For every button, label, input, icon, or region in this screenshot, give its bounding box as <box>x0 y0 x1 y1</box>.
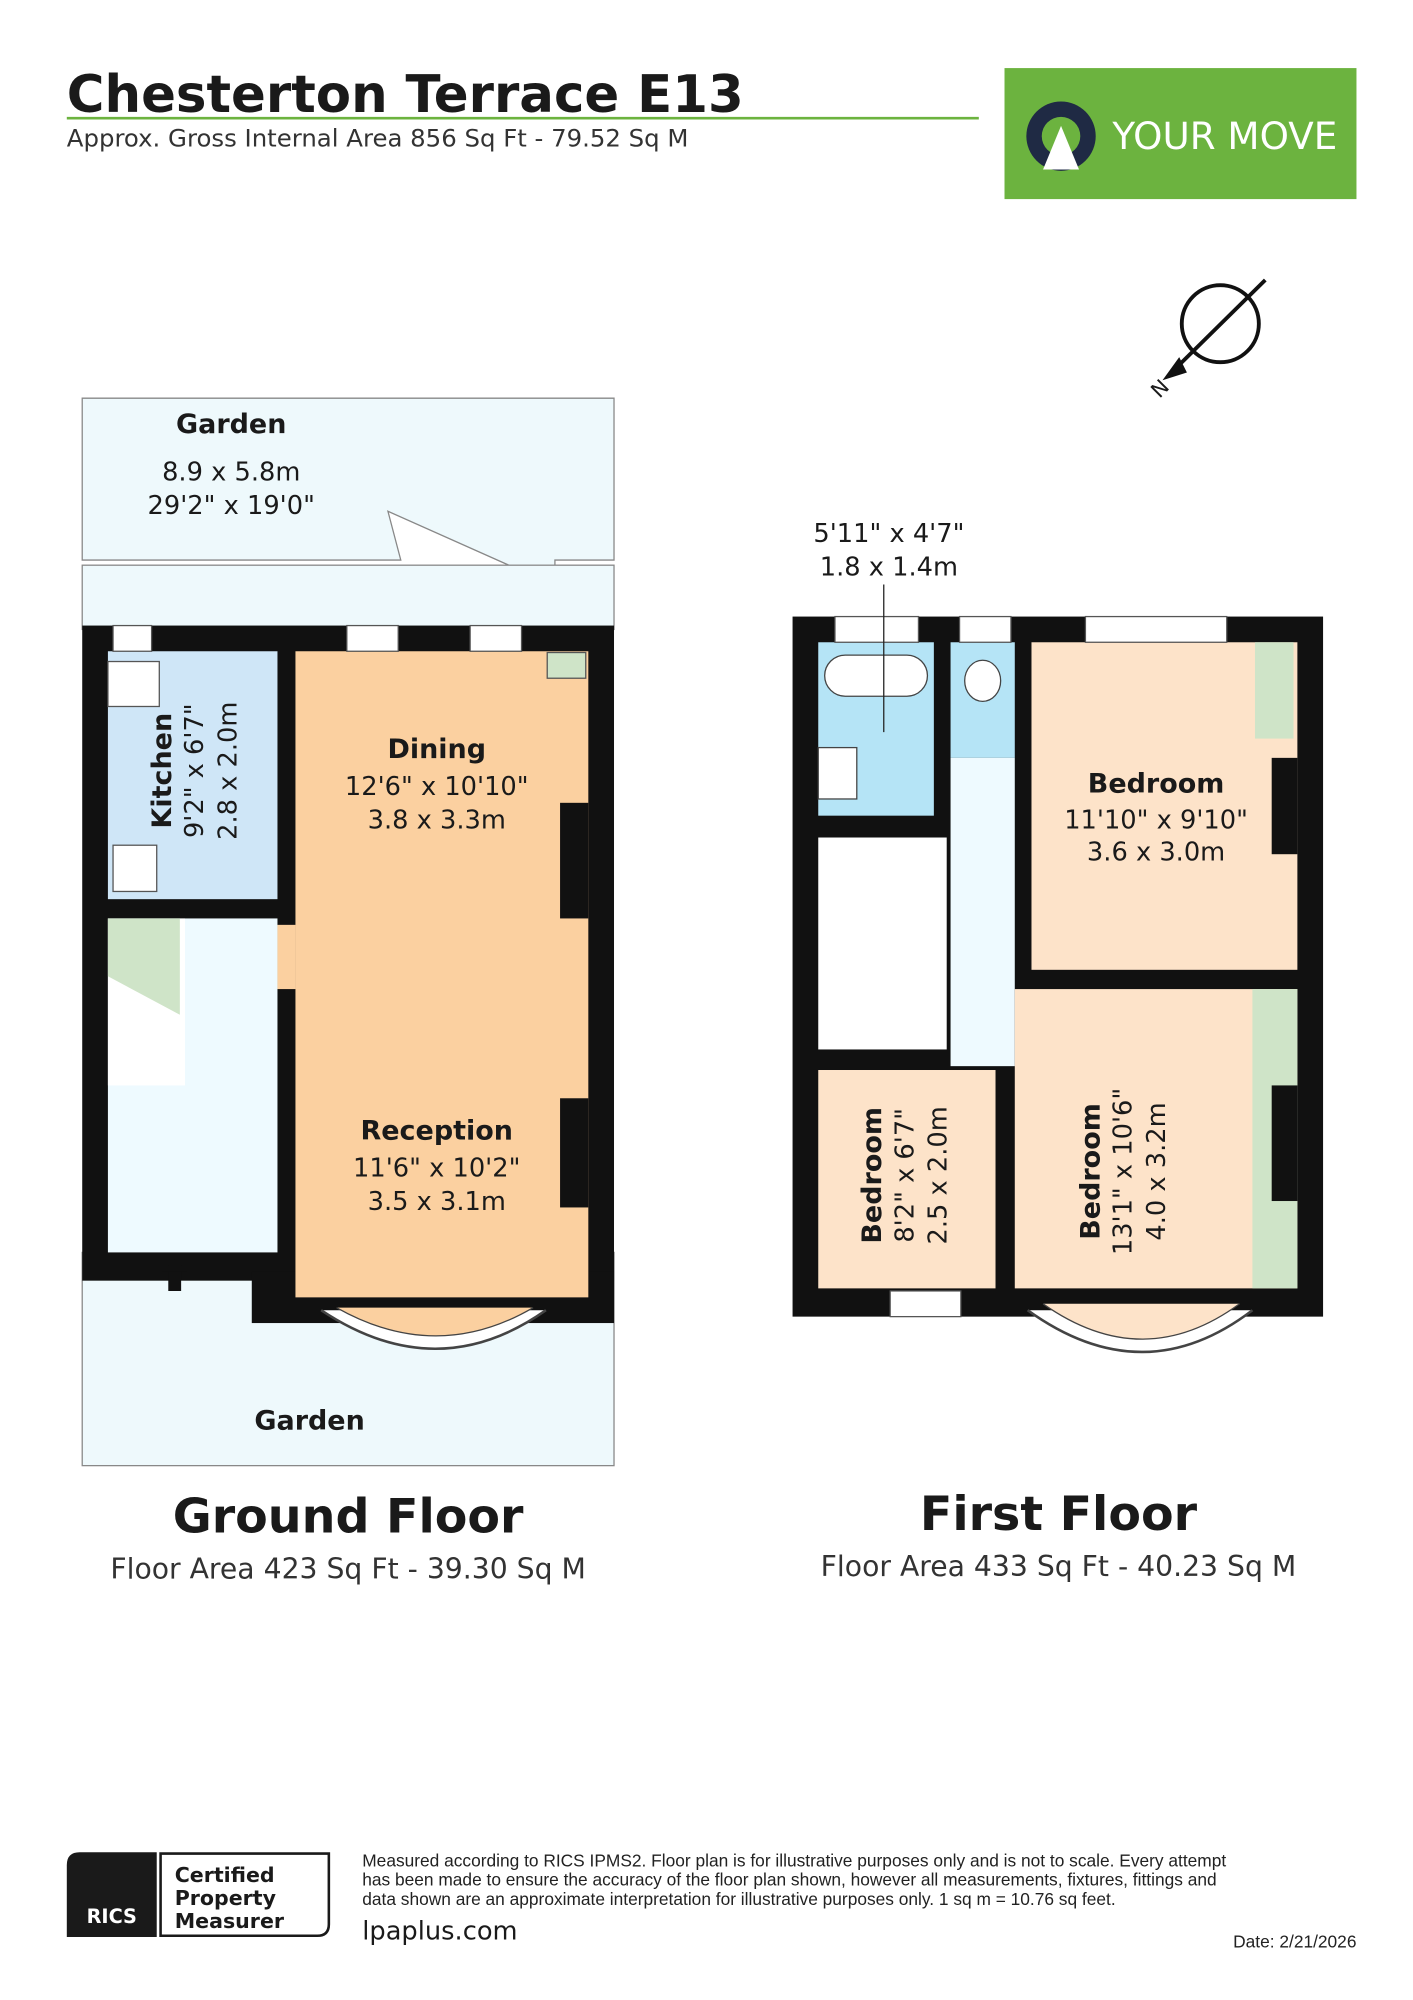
bedroom-1 <box>1031 642 1298 970</box>
svg-text:Bedroom: Bedroom <box>1088 769 1225 800</box>
svg-text:2.5 x 2.0m: 2.5 x 2.0m <box>924 1106 954 1244</box>
svg-text:29'2" x 19'0": 29'2" x 19'0" <box>148 491 315 521</box>
website-link[interactable]: lpaplus.com <box>362 1917 517 1947</box>
entrance-arrow-icon <box>161 1258 188 1272</box>
landing <box>950 757 1015 1067</box>
svg-text:Property: Property <box>175 1886 277 1910</box>
svg-text:3.5 x 3.1m: 3.5 x 3.1m <box>368 1187 506 1217</box>
svg-text:12'6" x 10'10": 12'6" x 10'10" <box>345 772 529 802</box>
first-floor-plan: 5'11" x 4'7" 1.8 x 1.4m Bedroom 11'10" x… <box>792 519 1324 1354</box>
svg-text:N: N <box>1146 375 1174 403</box>
ground-floor-area: Floor Area 423 Sq Ft - 39.30 Sq M <box>110 1553 586 1586</box>
svg-text:3.6 x 3.0m: 3.6 x 3.0m <box>1087 838 1225 868</box>
ground-floor-title: Ground Floor <box>173 1489 524 1544</box>
svg-text:RICS: RICS <box>87 1905 137 1928</box>
plan-date: Date: 2/21/2026 <box>1233 1931 1356 1951</box>
disclaimer-line: has been made to ensure the accuracy of … <box>362 1870 1216 1890</box>
first-floor-area: Floor Area 433 Sq Ft - 40.23 Sq M <box>821 1550 1297 1583</box>
svg-text:2.8 x 2.0m: 2.8 x 2.0m <box>213 702 243 840</box>
rics-badge: RICS Certified Property Measurer <box>66 1852 331 1938</box>
svg-text:8'2" x 6'7": 8'2" x 6'7" <box>890 1108 920 1243</box>
north-compass-icon: N <box>1146 278 1267 403</box>
disclaimer-line: data shown are an approximate interpreta… <box>362 1889 1115 1909</box>
svg-text:13'1" x 10'6": 13'1" x 10'6" <box>1109 1088 1139 1255</box>
svg-text:9'2" x 6'7": 9'2" x 6'7" <box>180 703 210 838</box>
svg-text:1.8 x 1.4m: 1.8 x 1.4m <box>820 552 958 582</box>
first-floor-title: First Floor <box>920 1487 1198 1542</box>
svg-text:Garden: Garden <box>254 1406 364 1437</box>
svg-text:Measurer: Measurer <box>175 1909 285 1933</box>
svg-text:Dining: Dining <box>387 734 486 765</box>
svg-text:Garden: Garden <box>176 409 286 440</box>
svg-text:Reception: Reception <box>360 1115 513 1146</box>
svg-text:Certified: Certified <box>175 1863 275 1887</box>
bedroom-3 <box>1014 989 1298 1289</box>
svg-text:11'6" x 10'2": 11'6" x 10'2" <box>353 1154 520 1184</box>
your-move-logo: YOUR MOVE <box>1004 68 1357 200</box>
bedroom-2 <box>818 1070 996 1289</box>
svg-text:Bedroom: Bedroom <box>1076 1103 1107 1240</box>
dining-reception <box>295 651 589 1298</box>
svg-text:4.0 x 3.2m: 4.0 x 3.2m <box>1142 1102 1172 1240</box>
svg-text:8.9 x 5.8m: 8.9 x 5.8m <box>162 457 300 487</box>
svg-text:YOUR MOVE: YOUR MOVE <box>1111 114 1337 158</box>
svg-text:Kitchen: Kitchen <box>147 713 178 829</box>
svg-text:Bedroom: Bedroom <box>857 1107 888 1244</box>
gross-area: Approx. Gross Internal Area 856 Sq Ft - … <box>67 123 689 152</box>
svg-text:11'10" x 9'10": 11'10" x 9'10" <box>1064 806 1248 836</box>
ground-floor-plan: Garden 8.9 x 5.8m 29'2" x 19'0" Kitchen … <box>81 397 615 1467</box>
stairs <box>818 837 947 1050</box>
page-title: Chesterton Terrace E13 <box>67 65 744 125</box>
svg-text:3.8 x 3.3m: 3.8 x 3.3m <box>368 806 506 836</box>
svg-text:5'11" x 4'7": 5'11" x 4'7" <box>813 519 964 549</box>
disclaimer-line: Measured according to RICS IPMS2. Floor … <box>362 1850 1226 1870</box>
